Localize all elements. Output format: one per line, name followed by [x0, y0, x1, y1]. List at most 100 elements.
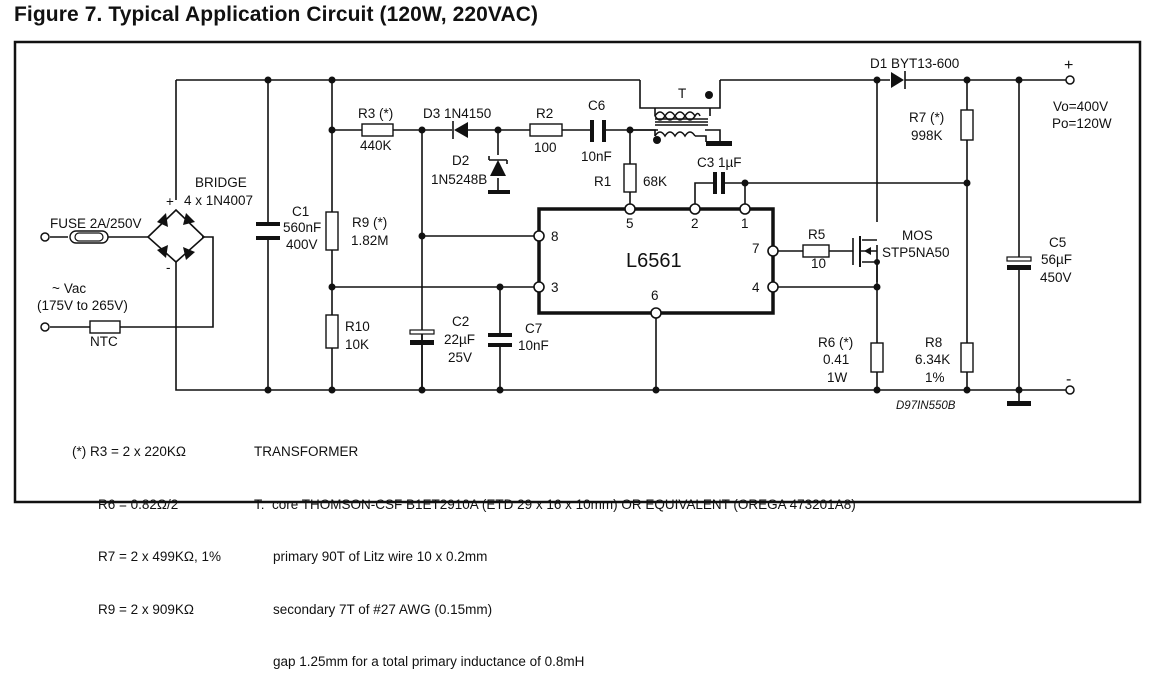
r8-rating: 1% — [925, 370, 945, 385]
r3-name: R3 (*) — [358, 106, 393, 121]
resistor-notes: (*) R3 = 2 x 220KΩ R6 = 0.82Ω/2 R7 = 2 x… — [72, 408, 221, 636]
transformer-line: gap 1.25mm for a total primary inductanc… — [273, 654, 585, 669]
r8-value: 6.34K — [915, 352, 950, 367]
r2-value: 100 — [534, 140, 557, 155]
d3-name: D3 1N4150 — [423, 106, 491, 121]
output-terminal-minus — [1065, 385, 1075, 395]
c6-value: 10nF — [581, 149, 612, 164]
pin-label-5: 5 — [626, 216, 634, 231]
r5-name: R5 — [808, 227, 825, 242]
transformer-title: TRANSFORMER — [254, 444, 359, 459]
ic-pin-8 — [533, 230, 545, 242]
r6-rating: 1W — [827, 370, 848, 385]
r3-value: 440K — [360, 138, 392, 153]
junction-dots — [264, 76, 1023, 394]
ic-l6561: L6561 8 3 5 2 1 7 4 6 — [533, 203, 779, 319]
c3-plate — [713, 172, 717, 194]
wires — [50, 79, 1066, 391]
output-plus-sign: + — [1064, 57, 1073, 74]
transformer-name: T — [678, 86, 686, 101]
mos-value: STP5NA50 — [882, 245, 950, 260]
bridge-rectifier — [146, 208, 206, 264]
fuse-label: FUSE 2A/250V — [50, 216, 142, 231]
mos-name: MOS — [902, 228, 933, 243]
ic-pin-4 — [767, 281, 779, 293]
fuse — [69, 230, 109, 244]
ac-wave-icon: ~ — [52, 281, 60, 296]
schematic: L6561 8 3 5 2 1 7 4 6 FUSE 2A/250V ~Vac … — [13, 40, 1142, 504]
ic-pin-1 — [739, 203, 751, 215]
c5-rating: 450V — [1040, 270, 1072, 285]
figure-title: Figure 7. Typical Application Circuit (1… — [14, 3, 539, 26]
r6-name: R6 (*) — [818, 335, 853, 350]
bridge-plus: + — [166, 194, 174, 209]
c7-name: C7 — [525, 321, 542, 336]
pin-label-2: 2 — [691, 216, 699, 231]
c5-plate — [1006, 256, 1032, 262]
c2-rating: 25V — [448, 350, 472, 365]
pin-label-7: 7 — [752, 241, 760, 256]
pin-label-1: 1 — [741, 216, 749, 231]
ic-pin-5 — [624, 203, 636, 215]
c3-name: C3 1µF — [697, 155, 742, 170]
bridge-minus: - — [166, 260, 171, 275]
d2-name: D2 — [452, 153, 469, 168]
r8-name: R8 — [925, 335, 942, 350]
d2-value: 1N5248B — [431, 172, 487, 187]
d1-diode — [891, 71, 906, 89]
r2-name: R2 — [536, 106, 553, 121]
output-power: Po=120W — [1052, 116, 1112, 131]
mosfet — [852, 236, 877, 267]
figure-frame — [13, 40, 1142, 504]
transformer-line: primary 90T of Litz wire 10 x 0.2mm — [273, 549, 488, 564]
ac-input-terminal-2 — [40, 322, 50, 332]
transformer — [630, 91, 732, 146]
ic-pin-2 — [689, 203, 701, 215]
r7-name: R7 (*) — [909, 110, 944, 125]
ic-pin-3 — [533, 281, 545, 293]
d2-zener-diode — [488, 156, 510, 194]
c5-name: C5 — [1049, 235, 1066, 250]
ntc-label: NTC — [90, 334, 118, 349]
bridge-name: BRIDGE — [195, 175, 247, 190]
ic-pin-7 — [767, 245, 779, 257]
d3-diode — [452, 121, 468, 139]
pin-label-6: 6 — [651, 288, 659, 303]
r9-value: 1.82M — [351, 233, 389, 248]
c1-rating: 400V — [286, 237, 318, 252]
c6-name: C6 — [588, 98, 605, 113]
r5-resistor — [802, 244, 830, 258]
r6-value: 0.41 — [823, 352, 849, 367]
c1-name: C1 — [292, 204, 309, 219]
d1-name: D1 BYT13-600 — [870, 56, 959, 71]
pin-label-3: 3 — [551, 280, 559, 295]
c7-value: 10nF — [518, 338, 549, 353]
note-line: R9 = 2 x 909KΩ — [98, 601, 195, 617]
ntc-thermistor — [89, 320, 121, 334]
pin-label-4: 4 — [752, 280, 760, 295]
r3-resistor — [361, 123, 394, 137]
r7-value: 998K — [911, 128, 943, 143]
r7-resistor — [960, 109, 974, 141]
note-line: (*) R3 = 2 x 220KΩ — [72, 444, 187, 459]
note-line: R7 = 2 x 499KΩ, 1% — [98, 549, 222, 564]
ic-name: L6561 — [626, 250, 682, 272]
c2-name: C2 — [452, 314, 469, 329]
c6-plate — [590, 120, 594, 142]
c1-value: 560nF — [283, 220, 321, 235]
r10-resistor — [325, 314, 339, 349]
c7-plate — [488, 333, 512, 337]
ic-pin-6 — [650, 307, 662, 319]
r9-resistor — [325, 211, 339, 251]
output-minus-sign: - — [1066, 371, 1071, 388]
output-terminal-plus — [1065, 75, 1075, 85]
ground-plate — [1007, 401, 1031, 406]
ac-input-terminal-1 — [40, 232, 50, 242]
c1-plate — [256, 222, 280, 226]
transformer-notes: TRANSFORMER T: core THOMSON-CSF B1ET2910… — [254, 408, 856, 688]
r10-name: R10 — [345, 319, 370, 334]
c5-value: 56µF — [1041, 252, 1072, 267]
pin-label-8: 8 — [551, 229, 559, 244]
output-voltage: Vo=400V — [1053, 99, 1108, 114]
c2-plate — [409, 329, 435, 335]
